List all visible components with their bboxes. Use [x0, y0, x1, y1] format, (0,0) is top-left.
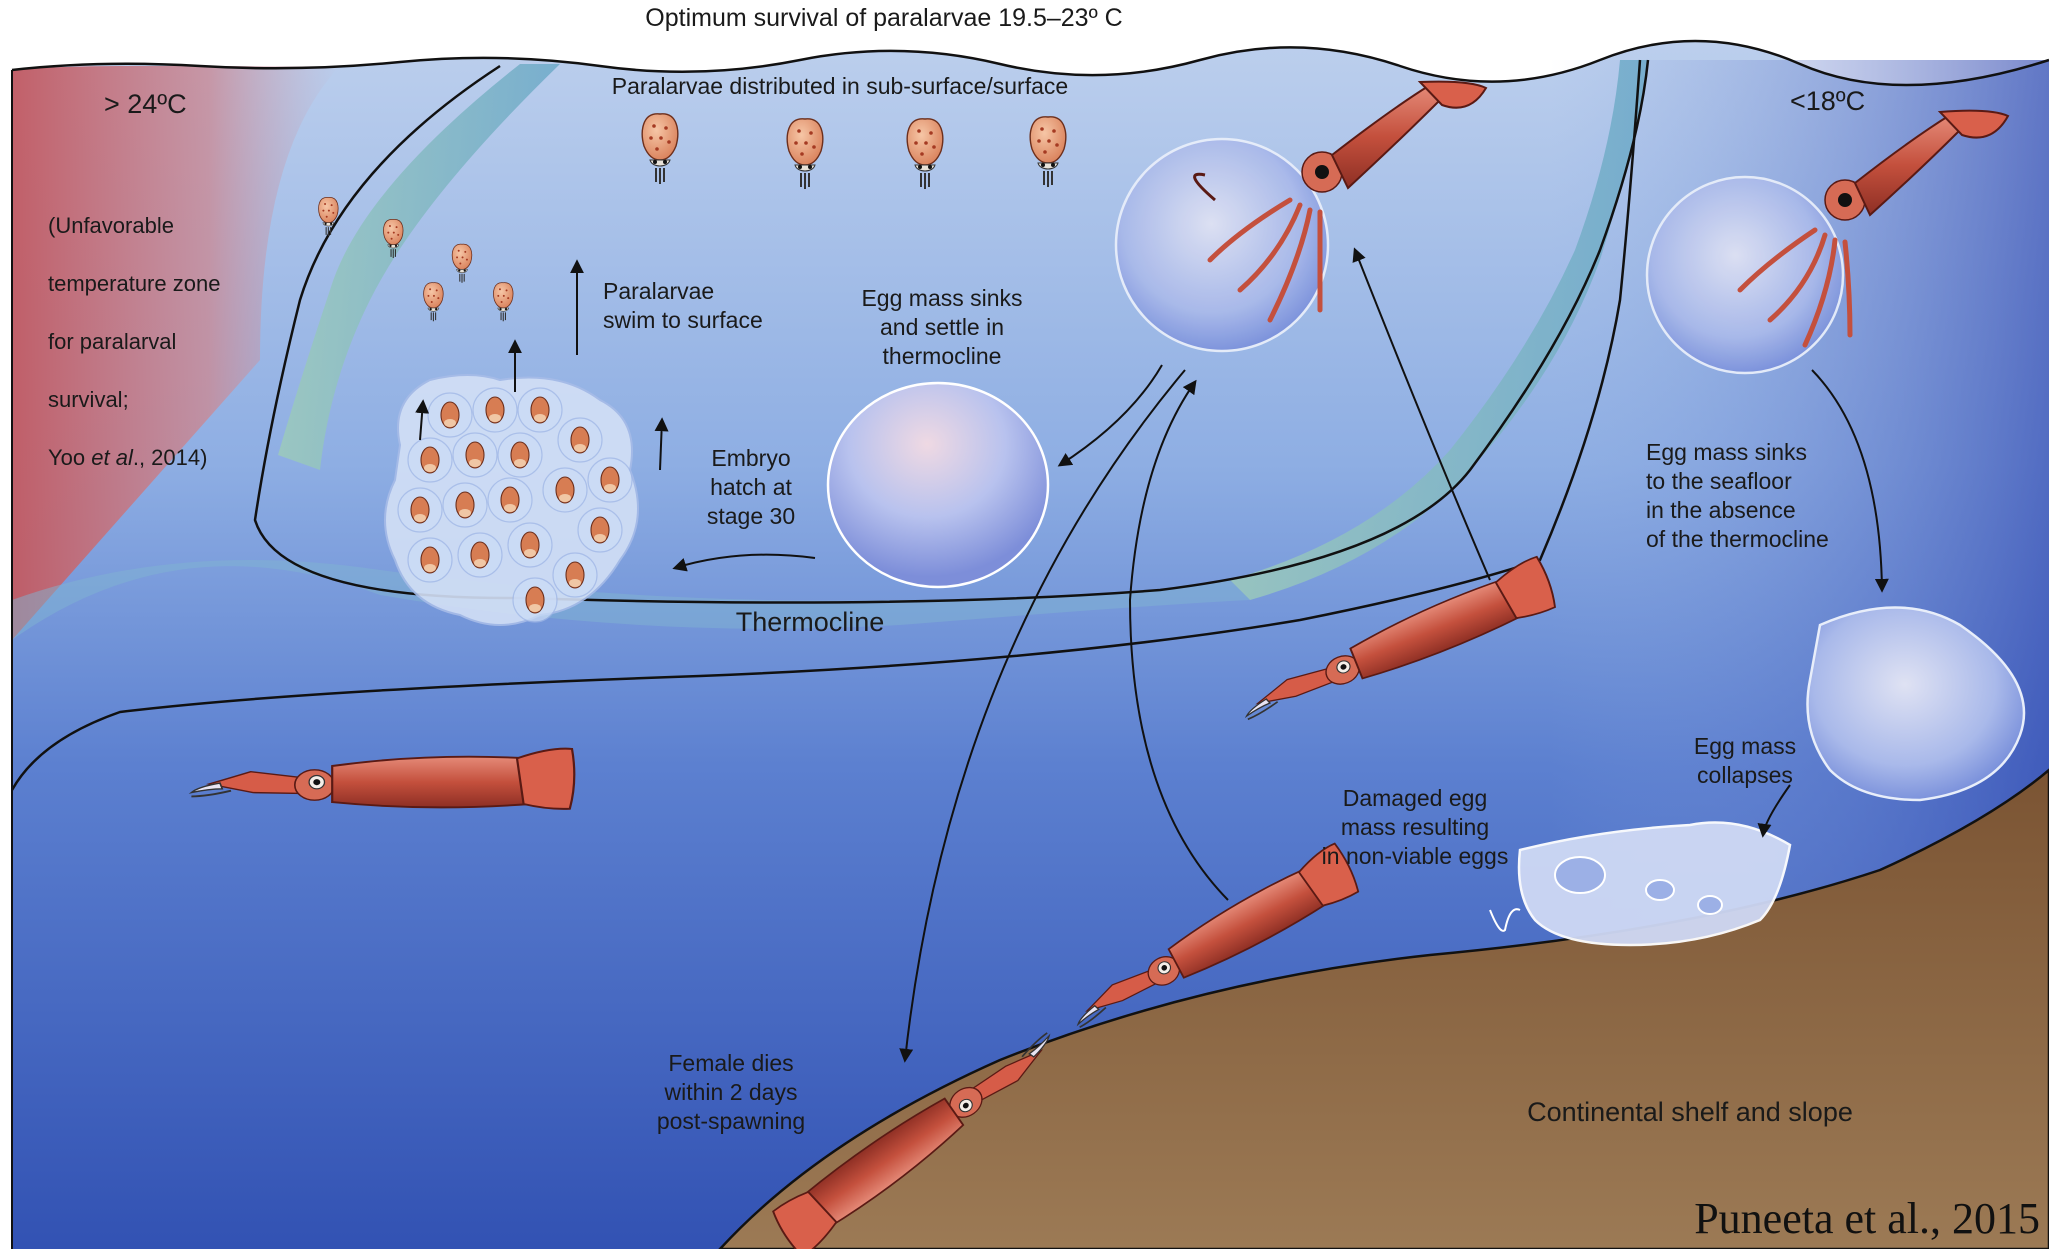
embryo-icon: [553, 553, 597, 597]
embryo-hatch-label: Embryo hatch at stage 30: [690, 444, 812, 531]
embryo-icon: [473, 388, 517, 432]
unfavorable-line: survival;: [48, 385, 220, 414]
cold-temperature-label: <18ºC: [1790, 87, 1865, 116]
embryo-icon: [408, 438, 452, 482]
female-dies-label: Female dies within 2 days post-spawning: [638, 1049, 824, 1136]
swim-to-surface-label: Paralarvae swim to surface: [603, 277, 763, 335]
embryo-icon: [453, 433, 497, 477]
egg-mass-icon: [828, 383, 1048, 587]
embryo-icon: [518, 388, 562, 432]
credit-label: Puneeta et al., 2015: [1620, 1193, 2040, 1245]
embryo-icon: [508, 523, 552, 567]
citation-year: ., 2014): [133, 445, 208, 470]
warm-temperature-label: > 24ºC: [104, 90, 187, 119]
citation-etal: et al: [91, 445, 133, 470]
egg-sinks-thermocline-label: Egg mass sinks and settle in thermocline: [832, 284, 1052, 371]
embryo-icon: [408, 538, 452, 582]
diagram-title: Optimum survival of paralarvae 19.5–23º …: [0, 4, 1768, 33]
unfavorable-line: (Unfavorable: [48, 211, 220, 240]
embryo-icon: [558, 418, 602, 462]
embryo-icon: [398, 488, 442, 532]
embryo-icon: [428, 393, 472, 437]
egg-collapses-label: Egg mass collapses: [1655, 732, 1835, 790]
embryo-icon: [588, 458, 632, 502]
citation-author: Yoo: [48, 445, 91, 470]
embryo-icon: [543, 468, 587, 512]
continental-shelf-label: Continental shelf and slope: [1480, 1098, 1900, 1127]
embryo-icon: [578, 508, 622, 552]
embryo-icon: [488, 478, 532, 522]
damaged-egg-label: Damaged egg mass resulting in non-viable…: [1300, 784, 1530, 871]
unfavorable-zone-label: (Unfavorable temperature zone for parala…: [48, 182, 220, 472]
unfavorable-line: temperature zone: [48, 269, 220, 298]
embryo-icon: [458, 533, 502, 577]
embryo-icon: [498, 433, 542, 477]
embryo-icon: [513, 578, 557, 622]
thermocline-label: Thermocline: [690, 608, 930, 637]
embryo-icon: [443, 483, 487, 527]
subsurface-label: Paralarvae distributed in sub-surface/su…: [560, 72, 1120, 101]
unfavorable-line: for paralarval: [48, 327, 220, 356]
sinks-seafloor-label: Egg mass sinks to the seafloor in the ab…: [1646, 438, 1829, 554]
